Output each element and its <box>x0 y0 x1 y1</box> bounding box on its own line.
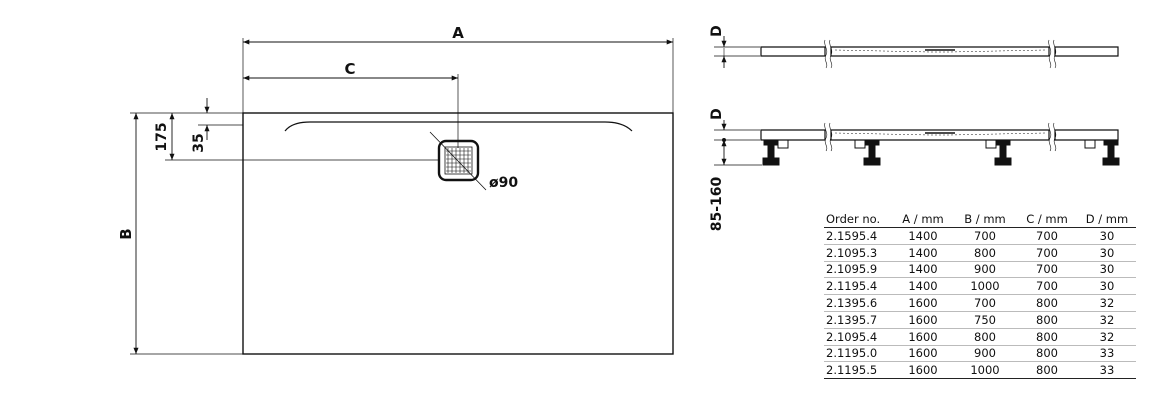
order-no-cell: 2.1195.0 <box>824 345 892 363</box>
header-b-mm: B / mm <box>954 211 1016 228</box>
c-cell: 700 <box>1016 277 1078 296</box>
a-cell: 1600 <box>892 311 954 329</box>
order-no-cell: 2.1395.6 <box>824 294 892 312</box>
order-no-cell: 2.1195.5 <box>824 361 892 380</box>
header-d-mm: D / mm <box>1078 211 1136 228</box>
d-cell: 30 <box>1078 244 1136 262</box>
table-row: 2.1595.4 1400 700 700 30 <box>824 227 1136 245</box>
dimension-label-d-bottom: D <box>709 108 725 120</box>
header-order-no: Order no. <box>824 211 892 228</box>
side-view-flat <box>714 36 1119 69</box>
a-cell: 1400 <box>892 227 954 245</box>
a-cell: 1400 <box>892 244 954 262</box>
order-no-cell: 2.1195.4 <box>824 277 892 296</box>
drain-icon <box>437 139 480 182</box>
a-cell: 1600 <box>892 361 954 380</box>
d-cell: 32 <box>1078 294 1136 312</box>
dimension-label-b: B <box>117 228 135 239</box>
c-cell: 800 <box>1016 294 1078 312</box>
dimension-label-a: A <box>452 24 464 42</box>
c-cell: 700 <box>1016 261 1078 279</box>
table-row: 2.1095.9 1400 900 700 30 <box>824 261 1136 279</box>
drain-leader-line <box>429 131 487 191</box>
b-cell: 800 <box>954 328 1016 346</box>
order-no-cell: 2.1095.3 <box>824 244 892 262</box>
splash-edge <box>284 121 633 132</box>
d-cell: 30 <box>1078 277 1136 296</box>
table-row: 2.1095.4 1600 800 800 32 <box>824 328 1136 346</box>
b-cell: 1000 <box>954 361 1016 380</box>
header-c-mm: C / mm <box>1016 211 1078 228</box>
shower-tray-outline <box>242 112 674 355</box>
order-no-cell: 2.1095.4 <box>824 328 892 346</box>
d-cell: 32 <box>1078 328 1136 346</box>
leg-height-range-label: 85-160 <box>709 176 725 231</box>
plan-view <box>130 38 674 355</box>
adjustable-legs <box>762 140 1120 166</box>
b-cell: 750 <box>954 311 1016 329</box>
d-cell: 30 <box>1078 261 1136 279</box>
table-header-row: Order no. A / mm B / mm C / mm D / mm <box>824 211 1136 228</box>
b-cell: 800 <box>954 244 1016 262</box>
b-cell: 900 <box>954 261 1016 279</box>
order-no-cell: 2.1395.7 <box>824 311 892 329</box>
b-cell: 900 <box>954 345 1016 363</box>
table-row: 2.1195.5 1600 1000 800 33 <box>824 361 1136 380</box>
dimension-label-d-top: D <box>709 25 725 37</box>
c-cell: 800 <box>1016 311 1078 329</box>
d-cell: 32 <box>1078 311 1136 329</box>
c-cell: 800 <box>1016 328 1078 346</box>
table-row: 2.1095.3 1400 800 700 30 <box>824 244 1136 262</box>
order-no-cell: 2.1095.9 <box>824 261 892 279</box>
b-cell: 700 <box>954 294 1016 312</box>
a-cell: 1400 <box>892 261 954 279</box>
b-cell: 1000 <box>954 277 1016 296</box>
a-cell: 1600 <box>892 328 954 346</box>
side-view-with-legs <box>714 120 1119 166</box>
d-cell: 33 <box>1078 345 1136 363</box>
b-cell: 700 <box>954 227 1016 245</box>
a-cell: 1600 <box>892 345 954 363</box>
table-row: 2.1195.4 1400 1000 700 30 <box>824 277 1136 296</box>
c-cell: 800 <box>1016 361 1078 380</box>
a-cell: 1600 <box>892 294 954 312</box>
c-cell: 700 <box>1016 227 1078 245</box>
dimension-label-35: 35 <box>191 133 207 152</box>
header-a-mm: A / mm <box>892 211 954 228</box>
d-cell: 30 <box>1078 227 1136 245</box>
c-cell: 800 <box>1016 345 1078 363</box>
table-row: 2.1395.7 1600 750 800 32 <box>824 311 1136 329</box>
dimension-label-c: C <box>344 60 355 78</box>
a-cell: 1400 <box>892 277 954 296</box>
table-row: 2.1195.0 1600 900 800 33 <box>824 345 1136 363</box>
drain-diameter-label: ø90 <box>489 175 518 191</box>
order-no-cell: 2.1595.4 <box>824 227 892 245</box>
table-row: 2.1395.6 1600 700 800 32 <box>824 294 1136 312</box>
dimension-label-175: 175 <box>154 122 170 151</box>
d-cell: 33 <box>1078 361 1136 380</box>
c-cell: 700 <box>1016 244 1078 262</box>
order-table: Order no. A / mm B / mm C / mm D / mm 2.… <box>824 211 1136 380</box>
